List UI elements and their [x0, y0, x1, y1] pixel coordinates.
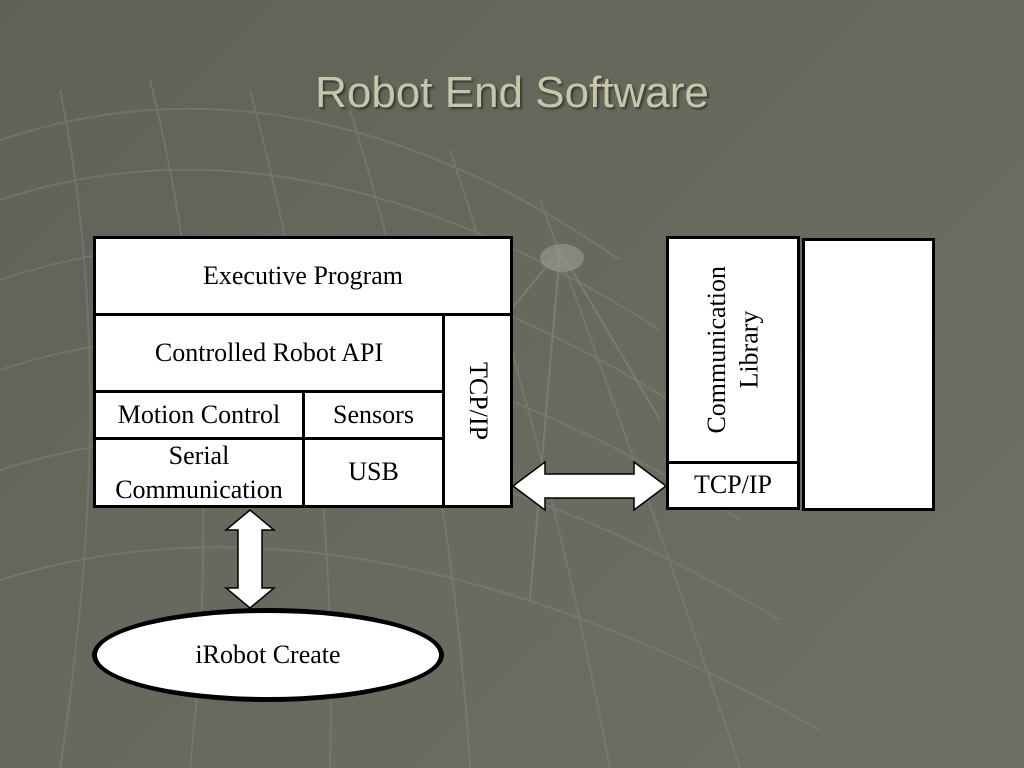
serial-communication-label: Serial Communication: [115, 440, 283, 504]
blank-panel-box: [802, 238, 935, 511]
executive-program-box: Executive Program: [93, 236, 513, 316]
remote-tcp-ip-label: TCP/IP: [693, 470, 773, 500]
robot-tcp-ip-label: TCP/IP: [463, 362, 493, 441]
executive-program-label: Executive Program: [203, 260, 403, 290]
serial-communication-box: Serial Communication: [93, 437, 305, 508]
usb-label: USB: [348, 457, 399, 486]
serial-double-arrow: [223, 509, 277, 609]
irobot-create-ellipse: iRobot Create: [92, 608, 444, 702]
slide-title: Robot End Software: [315, 68, 709, 117]
antenna-dish-shape: [540, 244, 584, 272]
communication-library-box: Communication Library: [666, 236, 800, 464]
usb-box: USB: [302, 437, 445, 508]
controlled-robot-api-label: Controlled Robot API: [154, 337, 384, 367]
tcp-double-arrow: [511, 460, 668, 512]
irobot-create-label: iRobot Create: [195, 640, 341, 669]
sensors-label: Sensors: [333, 399, 414, 429]
robot-tcp-ip-box: TCP/IP: [442, 313, 513, 508]
sensors-box: Sensors: [302, 390, 445, 440]
remote-tcp-ip-box: TCP/IP: [666, 461, 800, 510]
motion-control-label: Motion Control: [117, 399, 281, 429]
